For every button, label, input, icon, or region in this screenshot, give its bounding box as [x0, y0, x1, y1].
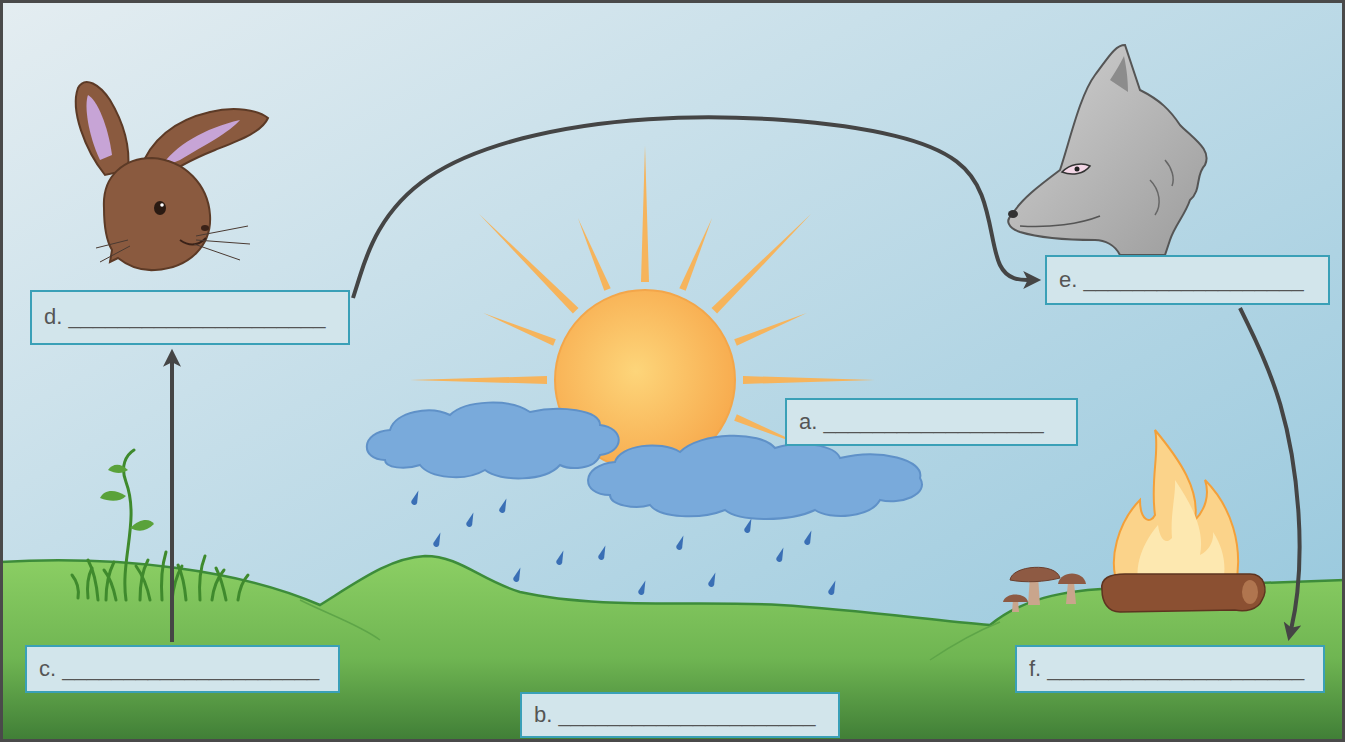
label-box: a. __________________ — [785, 398, 1078, 446]
mushrooms — [1003, 567, 1086, 612]
grass-blade — [178, 565, 186, 600]
sun-ray — [641, 145, 649, 282]
blank-label: c. _____________________ — [39, 656, 319, 682]
blank-label: a. __________________ — [799, 409, 1044, 435]
rabbit-mouth — [180, 238, 206, 245]
blank-label: b. _____________________ — [534, 702, 815, 728]
hill-outline — [300, 600, 380, 640]
flow-arrow — [353, 117, 1034, 298]
wolf-eye — [1062, 164, 1090, 174]
log — [1102, 574, 1265, 612]
grass-blade — [72, 575, 78, 598]
flame — [1114, 430, 1238, 590]
hill-outline — [930, 622, 1000, 660]
raindrop — [465, 512, 476, 528]
raindrop — [637, 580, 648, 596]
raindrop — [498, 498, 509, 514]
label-box: c. _____________________ — [25, 645, 340, 693]
flow-arrow — [170, 356, 174, 642]
wolf-fur — [1150, 160, 1173, 215]
raindrop — [827, 580, 838, 596]
sun-ray — [734, 313, 807, 346]
wolf — [1008, 45, 1207, 255]
wolf-pupil — [1075, 167, 1080, 172]
blank-label: e. __________________ — [1059, 267, 1304, 293]
label-box: b. _____________________ — [520, 692, 840, 738]
rabbit-nose — [201, 225, 209, 231]
fire — [1102, 430, 1265, 612]
label-box: f. _____________________ — [1015, 645, 1325, 693]
leaf — [108, 465, 128, 473]
raindrop — [743, 518, 754, 534]
mushroom-stem — [1066, 582, 1076, 604]
grass-blade — [104, 570, 116, 600]
raindrop — [432, 532, 443, 548]
whisker — [196, 240, 250, 244]
raindrop — [707, 572, 718, 588]
mushroom-cap — [1058, 574, 1086, 585]
raindrop — [555, 550, 566, 566]
grass-blade — [238, 575, 248, 600]
sun-ray — [712, 214, 812, 314]
rabbit-head — [104, 158, 210, 270]
raindrop — [775, 547, 786, 563]
vine — [124, 450, 134, 600]
grass-blade — [216, 568, 226, 600]
leaf — [100, 491, 126, 501]
raindrop — [597, 545, 608, 561]
flow-arrow — [1240, 308, 1300, 634]
rabbit-inner-ear — [160, 120, 240, 168]
grass-blade — [136, 566, 150, 600]
wolf-nose — [1008, 210, 1018, 218]
label-box: d. _____________________ — [30, 290, 350, 345]
sun-ray — [483, 313, 556, 346]
leaf — [130, 520, 154, 531]
whisker — [194, 244, 240, 260]
cloud — [367, 403, 619, 479]
grass-blade — [88, 560, 98, 600]
sun-ray — [679, 218, 712, 290]
sun-ray — [479, 214, 579, 314]
sun-ray — [410, 376, 547, 384]
label-box: e. __________________ — [1045, 255, 1330, 305]
grass-blade — [88, 568, 93, 598]
wolf-head — [1008, 45, 1206, 255]
mushroom-cap — [1010, 567, 1060, 581]
log-end — [1242, 580, 1258, 604]
whisker — [96, 240, 128, 248]
grass — [72, 450, 248, 600]
rabbit-inner-ear — [87, 95, 113, 160]
whisker — [196, 226, 248, 236]
rabbit-whiskers — [96, 226, 250, 262]
raindrop — [512, 567, 523, 583]
sun-ray — [743, 376, 875, 384]
grass-blade — [200, 556, 205, 600]
rabbit-eye — [154, 201, 166, 215]
wolf-mouth — [1020, 216, 1100, 227]
raindrop — [410, 490, 421, 506]
whisker — [100, 246, 130, 262]
rabbit — [76, 82, 268, 270]
blank-label: d. _____________________ — [44, 304, 325, 330]
blank-label: f. _____________________ — [1029, 656, 1304, 682]
sun-ray — [578, 218, 611, 290]
raindrop — [803, 530, 814, 546]
rabbit-ear — [76, 82, 129, 175]
mushroom-cap — [1003, 595, 1028, 603]
grass-blade — [162, 552, 167, 600]
wolf-inner-ear — [1110, 56, 1128, 92]
rabbit-eye-glint — [160, 203, 164, 207]
raindrop — [675, 535, 686, 551]
ground — [0, 556, 1345, 742]
cloud — [588, 436, 922, 519]
